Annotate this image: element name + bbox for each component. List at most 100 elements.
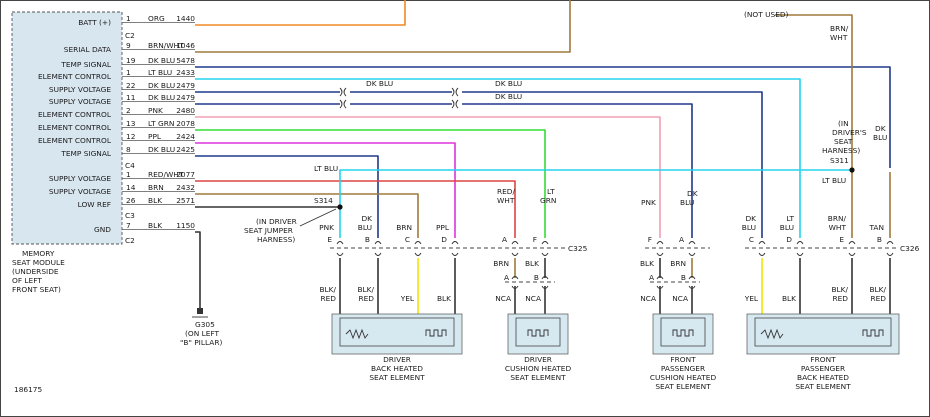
dk-blu-label-1: DK BLU bbox=[366, 79, 393, 88]
s311-label: S311 bbox=[830, 156, 849, 165]
ground-symbol bbox=[192, 308, 208, 318]
element-circuit bbox=[515, 317, 561, 347]
dk-blu-mid-1: DK bbox=[687, 189, 698, 198]
drivers-seat-harness-4: HARNESS) bbox=[822, 146, 860, 155]
c325-pin-terminal bbox=[451, 252, 459, 256]
cushion-pin-mark bbox=[656, 276, 664, 289]
dk-blu-label-2: DK BLU bbox=[495, 79, 522, 88]
dk-blu-right-1: DK bbox=[875, 124, 886, 133]
wire-tag-below: BRN bbox=[670, 259, 686, 268]
module-pin-number: 8 bbox=[126, 145, 131, 154]
wire-tag-above: DK bbox=[361, 214, 372, 223]
ground-label-1: G305 bbox=[195, 320, 215, 329]
module-pin-circuit: 1440 bbox=[176, 14, 195, 23]
module-pin-number: 19 bbox=[126, 56, 136, 65]
c325-label: C325 bbox=[568, 244, 588, 253]
wire-redwht-2077 bbox=[195, 180, 516, 238]
module-pin-circuit: 2424 bbox=[176, 132, 195, 141]
jumper-harness-3: HARNESS) bbox=[257, 235, 295, 244]
module-pin-label: TEMP SIGNAL bbox=[60, 60, 112, 69]
lt-blu-s314-label: LT BLU bbox=[314, 164, 338, 173]
wire-tag-blk-red: BLK/ bbox=[869, 285, 886, 294]
wire-tag-blk-red: RED bbox=[321, 294, 337, 303]
module-pin-number: 14 bbox=[126, 183, 136, 192]
wire-brn-2432 bbox=[195, 193, 419, 238]
element-circuit bbox=[339, 317, 455, 347]
module-pin-number: 11 bbox=[126, 93, 136, 102]
element-name-line: SEAT ELEMENT bbox=[369, 373, 425, 382]
module-pin-circuit: 5478 bbox=[176, 56, 195, 65]
module-pin-label: LOW REF bbox=[78, 200, 111, 209]
c325-pin-letter: F bbox=[533, 235, 537, 244]
module-pin-circuit: 2078 bbox=[176, 119, 195, 128]
wire-dkblu-5478 bbox=[195, 66, 891, 168]
drivers-seat-harness-2: DRIVER'S bbox=[832, 128, 867, 137]
wire-dkblu-2425 bbox=[195, 155, 379, 238]
heater-grid-symbol bbox=[527, 329, 549, 337]
c325-pin-cavity bbox=[451, 241, 459, 245]
element-name-line: FRONT bbox=[670, 355, 696, 364]
brn-wht-top-2: WHT bbox=[830, 33, 848, 42]
module-pin-label: ELEMENT CONTROL bbox=[38, 72, 112, 81]
module-pin-circuit: 2425 bbox=[176, 145, 195, 154]
module-pin-label: SUPPLY VOLTAGE bbox=[49, 174, 111, 183]
module-title-1: MEMORY bbox=[22, 249, 55, 258]
module-pin-circuit: 2479 bbox=[176, 93, 195, 102]
module-pin-wire-color: BRN/WHT bbox=[148, 41, 184, 50]
memory-seat-module bbox=[11, 11, 123, 245]
wire-tag-blk-red: RED bbox=[871, 294, 887, 303]
wire-tag-above: PPL bbox=[436, 223, 450, 232]
cushion-pin-mark bbox=[511, 276, 519, 289]
module-pin-number: 1 bbox=[126, 68, 131, 77]
element-name-line: DRIVER bbox=[524, 355, 552, 364]
cushion-pin-letter: B bbox=[681, 273, 686, 282]
c326-pin-cavity bbox=[796, 241, 804, 245]
element-name-line: PASSENGER bbox=[801, 364, 845, 373]
element-circuit bbox=[754, 317, 892, 347]
module-pin-circuit: 2479 bbox=[176, 81, 195, 90]
element-name-line: CUSHION HEATED bbox=[505, 364, 572, 373]
wire-tag-nca: NCA bbox=[672, 294, 688, 303]
ground-label-2: (ON LEFT bbox=[185, 329, 219, 338]
thermistor-symbol bbox=[345, 328, 369, 340]
module-pin-wire-color: BRN bbox=[148, 183, 164, 192]
module-pin-number: 22 bbox=[126, 81, 135, 90]
wire-tag-blk-red: BLK/ bbox=[831, 285, 848, 294]
c325-pin-terminal bbox=[511, 252, 519, 256]
module-pin-wire-color: BLK bbox=[148, 196, 162, 205]
element-name-line: SEAT ELEMENT bbox=[655, 382, 711, 391]
module-pin-circuit: 1150 bbox=[176, 221, 195, 230]
module-pin-label: SUPPLY VOLTAGE bbox=[49, 85, 111, 94]
wire-ltblu-2433 bbox=[195, 78, 801, 238]
c325-pin-letter: B bbox=[365, 235, 370, 244]
module-pin-circuit: 2480 bbox=[176, 106, 195, 115]
jumper-harness-2: SEAT JUMPER bbox=[244, 226, 293, 235]
c325-pin-terminal bbox=[414, 252, 422, 256]
wire-tag-above: WHT bbox=[829, 223, 847, 232]
module-pin-wire-color: LT BLU bbox=[148, 68, 172, 77]
module-pin-number: 1 bbox=[126, 14, 131, 23]
module-pin-wire-color: ORG bbox=[148, 14, 165, 23]
module-pin-circuit: 1046 bbox=[176, 41, 195, 50]
module-pin-number: 9 bbox=[126, 41, 131, 50]
c325-pin-cavity bbox=[688, 241, 696, 245]
cushion-pin-mark bbox=[688, 276, 696, 289]
s314-label: S314 bbox=[314, 196, 333, 205]
c325-pin-terminal bbox=[688, 252, 696, 256]
wire-tag-below: BLK bbox=[640, 259, 654, 268]
c325-pin-terminal bbox=[374, 252, 382, 256]
module-pin-wire-color: BLK bbox=[148, 221, 162, 230]
c325-pin-terminal bbox=[656, 252, 664, 256]
wire-tag-nca: NCA bbox=[640, 294, 656, 303]
lt-blu-right-label: LT BLU bbox=[822, 176, 846, 185]
drivers-seat-harness-1: (IN bbox=[838, 119, 849, 128]
module-pin-label: ELEMENT CONTROL bbox=[38, 110, 112, 119]
module-pin-number: 2 bbox=[126, 106, 131, 115]
module-pin-label: SUPPLY VOLTAGE bbox=[49, 97, 111, 106]
lt-grn-label-2: GRN bbox=[540, 196, 556, 205]
module-pin-number: 1 bbox=[126, 170, 131, 179]
